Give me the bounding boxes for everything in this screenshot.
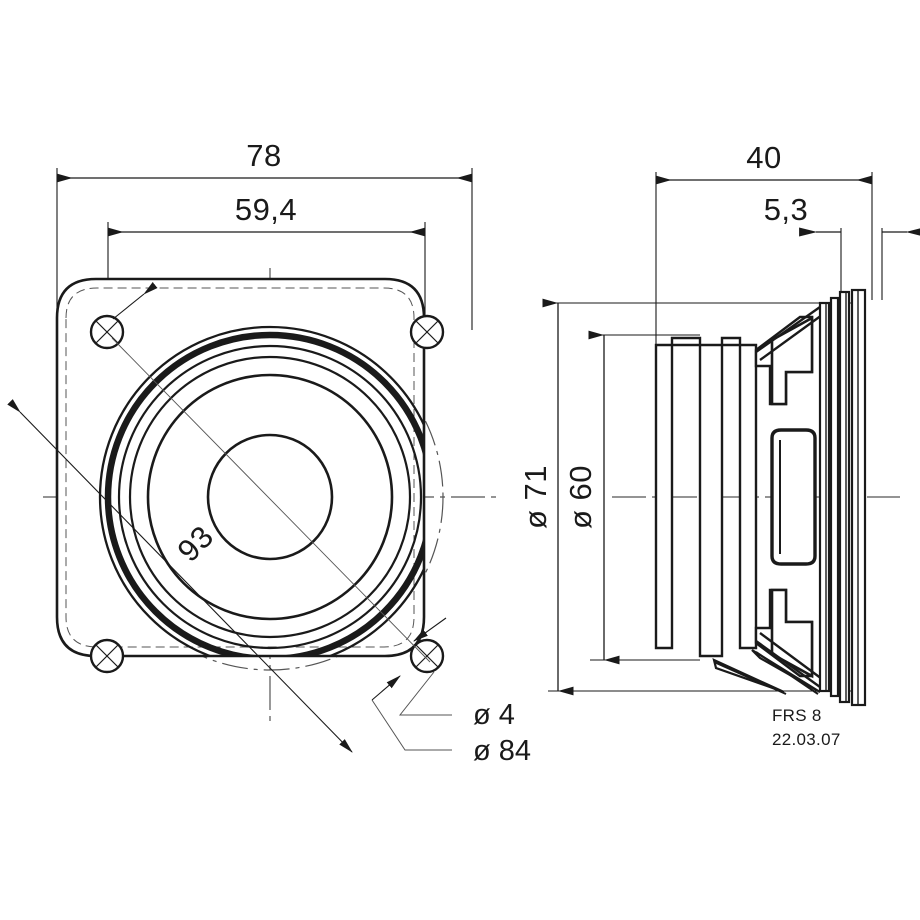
title-part-name: FRS 8 [772, 706, 822, 725]
surround-pointer-arrow [413, 617, 447, 642]
dimension-line-93 [7, 337, 431, 753]
leader-bolt-circle-84-lower [371, 675, 452, 751]
terminal-leads [713, 651, 819, 695]
leader-bolt-circle-84 [112, 282, 158, 320]
mounting-hole-top-right [409, 314, 445, 350]
leader-hole-diameter-4 [398, 671, 452, 716]
mounting-hole-top-left [89, 314, 125, 350]
mounting-hole-bottom-left [89, 638, 125, 674]
side-view-group: 40 5,3 ø 71 ø 60 [518, 140, 920, 707]
side-extension-lines [655, 172, 883, 345]
flange-edge-lines [825, 290, 859, 705]
cone-profile [755, 306, 823, 688]
title-date: 22.03.07 [772, 730, 841, 749]
dim-overall-depth-label: 40 [746, 140, 781, 175]
title-block: FRS 8 22.03.07 [772, 706, 841, 749]
front-view-group: 78 59,4 [7, 138, 531, 767]
dim-flange-depth-label: 5,3 [764, 192, 809, 227]
dim-bolt-circle-84-label: ø 84 [473, 735, 531, 767]
dim-outer-diameter-71-label: ø 71 [518, 465, 553, 529]
mounting-hole-bottom-right [409, 638, 445, 674]
dim-cone-diameter-60-label: ø 60 [563, 465, 598, 529]
magnet-inner-lines [671, 338, 741, 656]
basket-window [770, 428, 817, 566]
basket-window-upper [770, 315, 814, 406]
dim-hole-diameter-4-label: ø 4 [473, 699, 515, 731]
basket-window-lower [770, 588, 814, 679]
dim-outer-width-label: 78 [246, 138, 281, 173]
dim-bolt-spacing-label: 59,4 [235, 192, 297, 227]
